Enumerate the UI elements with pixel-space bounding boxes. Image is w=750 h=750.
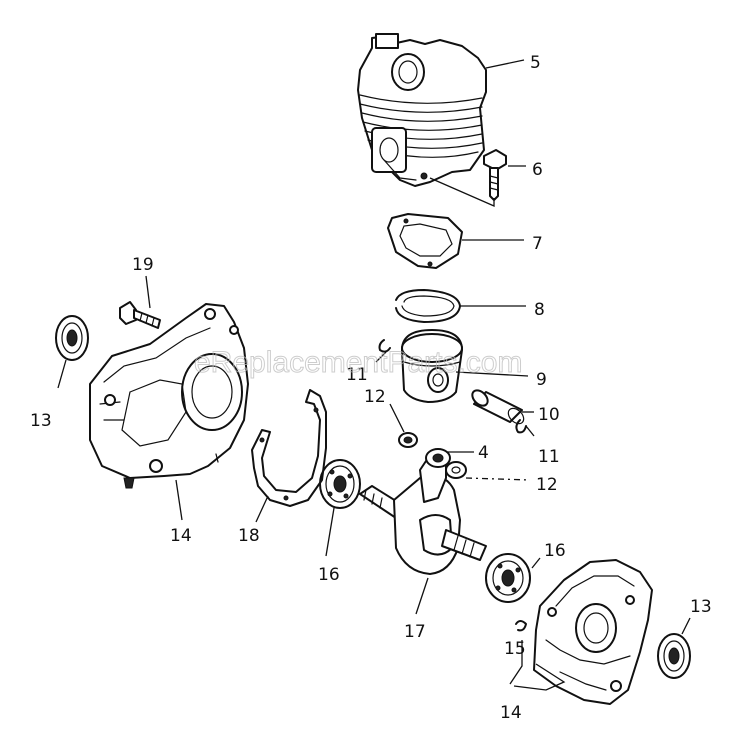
callout-14-right: 14 (500, 703, 522, 723)
callout-10: 10 (538, 405, 560, 425)
piston-ring-part-8[interactable] (395, 289, 461, 323)
callout-12-lower: 12 (536, 475, 558, 495)
piston-pin-part-10[interactable] (469, 387, 526, 426)
washer-part-12-a[interactable] (398, 432, 418, 448)
washer-part-12-b[interactable] (445, 461, 467, 479)
piston-part-9[interactable] (401, 329, 463, 403)
callout-12-upper: 12 (364, 387, 386, 407)
crankcase-gasket-part-18[interactable] (251, 389, 327, 507)
leader-lines (57, 59, 691, 691)
callout-19: 19 (132, 255, 154, 275)
callout-4: 4 (478, 443, 489, 463)
crankcase-part-14-left[interactable] (89, 303, 249, 489)
watermark-text: eReplacementParts.com (194, 346, 522, 379)
bolt-part-6[interactable] (483, 149, 507, 201)
callout-14-left: 14 (170, 526, 192, 546)
circlip-part-11-a[interactable] (378, 339, 391, 353)
callout-16-right: 16 (544, 541, 566, 561)
circlip-part-11-b[interactable] (515, 419, 527, 434)
callout-16-left: 16 (318, 565, 340, 585)
callout-5: 5 (530, 53, 541, 73)
callout-labels: 5 6 7 8 9 10 11 11 12 12 4 13 13 14 14 1… (30, 53, 712, 723)
oil-seal-part-13-right[interactable] (657, 633, 691, 679)
callout-17: 17 (404, 622, 426, 642)
bearing-part-16-right[interactable] (485, 553, 531, 603)
cylinder-part-5[interactable] (357, 33, 487, 187)
dowel-pin-part-15[interactable] (515, 620, 527, 632)
callout-15: 15 (504, 639, 526, 659)
bearing-part-16-left[interactable] (319, 459, 361, 509)
oil-seal-part-13-left[interactable] (55, 315, 89, 361)
callout-18: 18 (238, 526, 260, 546)
callout-11-left: 11 (346, 365, 368, 385)
callout-9: 9 (536, 370, 547, 390)
screw-part-19[interactable] (119, 301, 161, 329)
callout-8: 8 (534, 300, 545, 320)
callout-11-right: 11 (538, 447, 560, 467)
callout-13-right: 13 (690, 597, 712, 617)
crankshaft-part-17[interactable] (359, 448, 487, 575)
gasket-part-7[interactable] (387, 213, 463, 269)
crankcase-part-14-right[interactable] (533, 559, 653, 705)
callout-7: 7 (532, 234, 543, 254)
callout-6: 6 (532, 160, 543, 180)
callout-13-left: 13 (30, 411, 52, 431)
